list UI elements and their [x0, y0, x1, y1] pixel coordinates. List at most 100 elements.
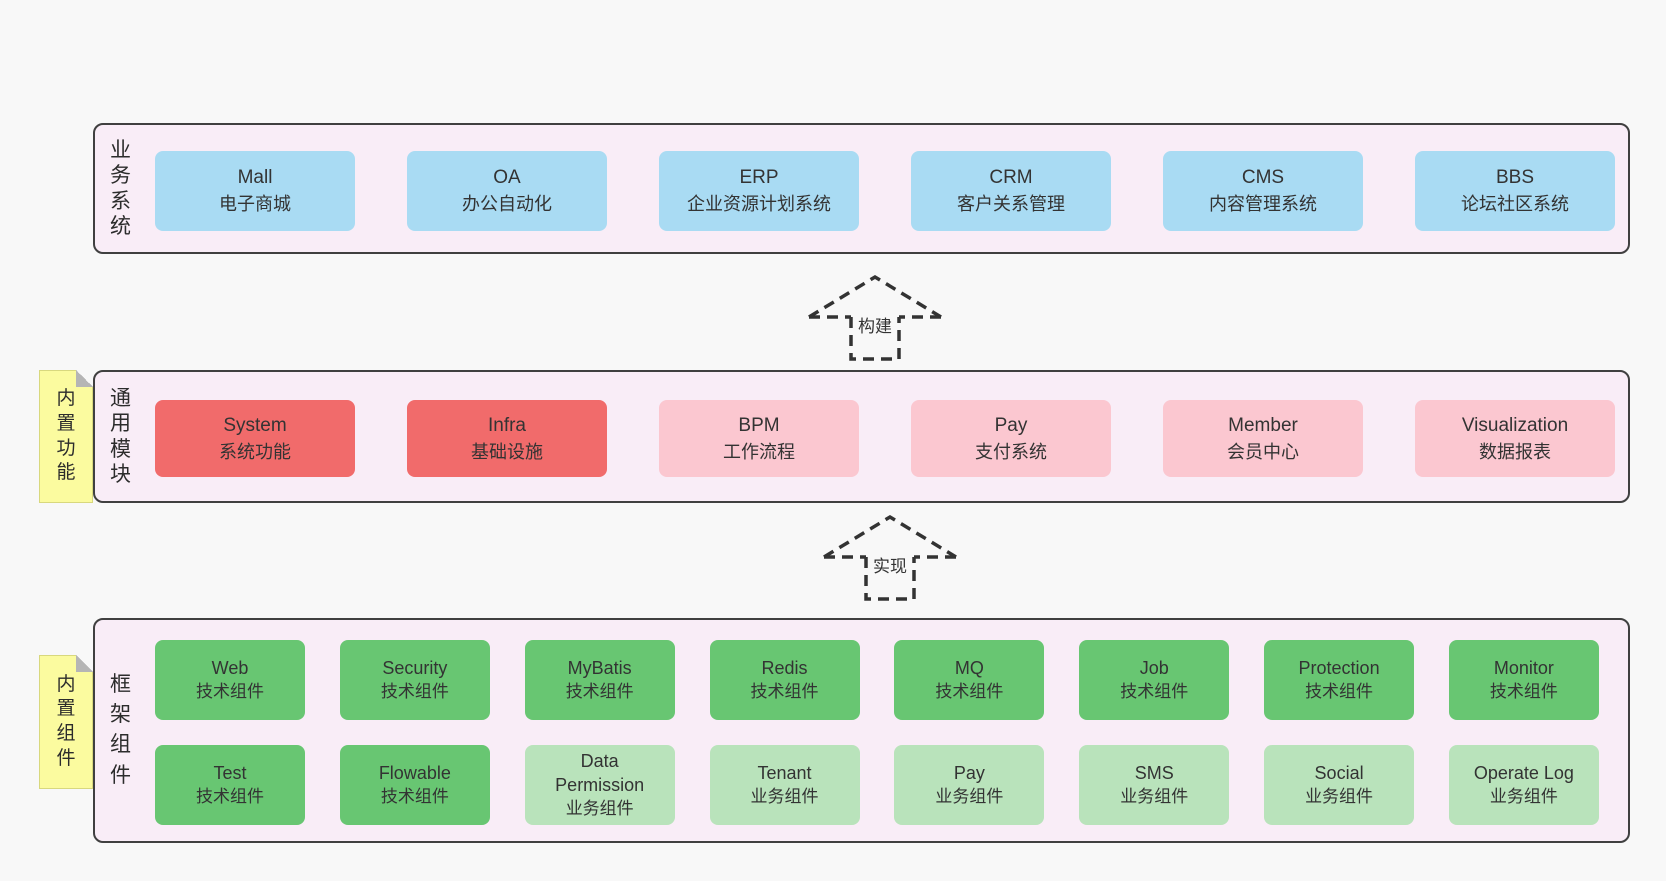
box-subtitle: 客户关系管理	[957, 194, 1065, 214]
box-oa: OA 办公自动化	[407, 151, 607, 231]
box-subtitle: 技术组件	[380, 787, 449, 806]
box-redis: Redis 技术组件	[709, 640, 860, 720]
box-subtitle: 技术组件	[380, 682, 449, 701]
box-subtitle: 技术组件	[935, 682, 1004, 701]
box-title: System	[223, 414, 287, 436]
sticky-label: 内置功能	[56, 388, 76, 484]
box-title: Web	[211, 658, 249, 678]
box-title: SMS	[1134, 763, 1174, 783]
box-pay-component: Pay 业务组件	[894, 745, 1045, 825]
box-title: BBS	[1495, 167, 1535, 188]
box-pay-system: Pay 支付系统	[911, 400, 1111, 477]
band-label-common-modules: 通用模块	[110, 386, 132, 487]
box-title: CRM	[989, 167, 1033, 188]
box-member: Member 会员中心	[1163, 400, 1363, 477]
box-protection: Protection 技术组件	[1264, 640, 1415, 720]
folded-corner-icon	[76, 370, 93, 387]
framework-components-row-1: Web 技术组件 Security 技术组件 MyBatis 技术组件 Redi…	[155, 640, 1599, 720]
box-title: ERP	[739, 167, 779, 188]
box-monitor: Monitor 技术组件	[1448, 640, 1599, 720]
box-mall: Mall 电子商城	[155, 151, 355, 231]
box-subtitle: 数据报表	[1479, 441, 1551, 462]
box-security: Security 技术组件	[339, 640, 490, 720]
box-subtitle: 业务组件	[1120, 787, 1189, 806]
box-subtitle: 技术组件	[196, 787, 264, 806]
box-subtitle: 办公自动化	[462, 194, 552, 214]
sticky-label: 内置组件	[56, 673, 76, 769]
box-bpm: BPM 工作流程	[659, 400, 859, 477]
box-title: Protection	[1298, 658, 1380, 678]
box-title: Pay	[994, 414, 1028, 436]
box-title: Monitor	[1493, 658, 1554, 678]
band-label-framework-components: 框架组件	[110, 672, 132, 787]
dashed-up-arrow-icon	[823, 514, 957, 601]
box-title: BPM	[738, 414, 780, 436]
box-test: Test 技术组件	[155, 745, 305, 825]
box-mybatis: MyBatis 技术组件	[524, 640, 675, 720]
box-flowable: Flowable 技术组件	[339, 745, 490, 825]
box-subtitle: 业务组件	[1305, 787, 1374, 806]
box-subtitle: 支付系统	[975, 441, 1047, 462]
business-systems-boxes: Mall 电子商城 OA 办公自动化 ERP 企业资源计划系统 CRM 客户关系…	[155, 151, 1615, 231]
box-subtitle: 技术组件	[565, 682, 634, 701]
box-bbs: BBS 论坛社区系统	[1415, 151, 1615, 231]
band-business-systems: 业务系统 Mall 电子商城 OA 办公自动化 ERP 企业资源计划系统 CRM…	[93, 123, 1630, 254]
box-title: MQ	[954, 658, 984, 678]
box-erp: ERP 企业资源计划系统	[659, 151, 859, 231]
box-subtitle: 技术组件	[1120, 682, 1189, 701]
box-title: Mall	[237, 167, 273, 188]
box-subtitle: 会员中心	[1227, 441, 1299, 462]
band-common-modules: 通用模块 System 系统功能 Infra 基础设施 BPM 工作流程 Pay…	[93, 370, 1630, 503]
arrow-implement-label: 实现	[868, 551, 912, 578]
box-title: Social	[1314, 763, 1364, 783]
box-title: Infra	[487, 414, 527, 436]
dashed-up-arrow-icon	[808, 274, 942, 361]
box-subtitle: 技术组件	[1305, 682, 1374, 701]
box-title: Redis	[761, 658, 808, 678]
box-social: Social 业务组件	[1264, 745, 1415, 825]
box-cms: CMS 内容管理系统	[1163, 151, 1363, 231]
framework-components-rows: Web 技术组件 Security 技术组件 MyBatis 技术组件 Redi…	[155, 640, 1599, 825]
box-title: Visualization	[1461, 414, 1569, 436]
box-subtitle: 业务组件	[935, 787, 1004, 806]
box-sms: SMS 业务组件	[1079, 745, 1230, 825]
box-subtitle: 论坛社区系统	[1461, 194, 1569, 214]
box-subtitle: 业务组件	[1489, 787, 1558, 806]
box-title: Flowable	[378, 763, 451, 783]
box-title: CMS	[1241, 167, 1285, 188]
box-subtitle: 业务组件	[750, 787, 819, 806]
box-subtitle: 业务组件	[565, 799, 634, 818]
framework-components-row-2: Test 技术组件 Flowable 技术组件 Data Permission …	[155, 745, 1599, 825]
arrow-build-label: 构建	[853, 311, 897, 338]
sticky-note-builtin-components: 内置组件	[39, 655, 93, 789]
box-title: OA	[493, 167, 521, 188]
box-title: Pay	[953, 763, 985, 783]
box-subtitle: 技术组件	[1489, 682, 1558, 701]
box-data-permission: Data Permission 业务组件	[524, 745, 675, 825]
box-title: Member	[1228, 414, 1298, 436]
box-infra: Infra 基础设施	[407, 400, 607, 477]
arrow-build: 构建	[805, 271, 945, 363]
box-crm: CRM 客户关系管理	[911, 151, 1111, 231]
box-system: System 系统功能	[155, 400, 355, 477]
box-visualization: Visualization 数据报表	[1415, 400, 1615, 477]
band-label-business-systems: 业务系统	[110, 138, 132, 239]
box-title: Tenant	[757, 763, 812, 783]
box-title: Test	[213, 763, 247, 783]
box-subtitle: 工作流程	[723, 441, 795, 462]
band-framework-components: 框架组件 Web 技术组件 Security 技术组件 MyBatis 技术组件…	[93, 618, 1630, 843]
box-subtitle: 内容管理系统	[1209, 194, 1317, 214]
box-title: Job	[1139, 658, 1169, 678]
box-title: Operate Log	[1473, 763, 1574, 783]
box-subtitle: 技术组件	[750, 682, 819, 701]
box-subtitle: 技术组件	[196, 682, 264, 701]
box-subtitle: 企业资源计划系统	[687, 194, 831, 214]
sticky-note-builtin-features: 内置功能	[39, 370, 93, 503]
box-title: MyBatis	[567, 658, 632, 678]
common-modules-boxes: System 系统功能 Infra 基础设施 BPM 工作流程 Pay 支付系统…	[155, 400, 1615, 477]
folded-corner-icon	[76, 655, 93, 672]
arrow-implement: 实现	[820, 511, 960, 603]
box-subtitle: 系统功能	[219, 441, 291, 462]
box-title: Data Permission	[555, 751, 645, 795]
